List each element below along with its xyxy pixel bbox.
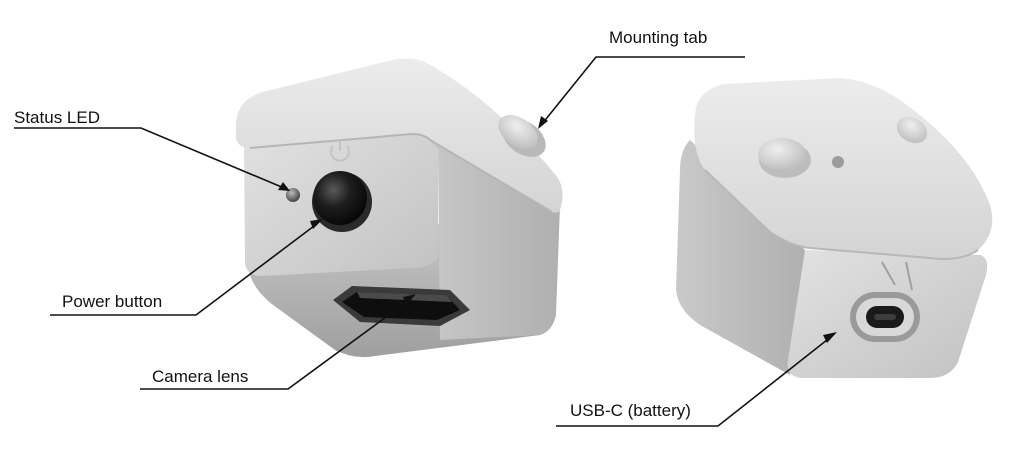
usb-c-port	[850, 292, 920, 342]
mounting-tab	[498, 114, 546, 158]
power-button	[312, 171, 372, 232]
arrowhead	[823, 332, 837, 343]
callout-usb-c: USB-C (battery)	[556, 332, 837, 427]
screw-hole	[832, 156, 844, 168]
callout-mounting-tab: Mounting tab	[538, 28, 745, 129]
mounting-tab-rear	[896, 116, 928, 144]
device-front-view	[236, 58, 563, 358]
lid-seam	[249, 132, 553, 213]
housing-lid	[236, 58, 563, 213]
label-power-button: Power button	[62, 292, 162, 311]
leader-mounting-tab	[541, 56, 745, 125]
arrowhead	[278, 182, 290, 191]
status-led	[286, 188, 300, 202]
power-icon	[330, 140, 350, 162]
leader-camera-lens	[140, 297, 413, 390]
arrowhead	[403, 294, 416, 305]
housing-left-face	[676, 140, 805, 375]
callout-status-led: Status LED	[14, 108, 290, 191]
label-mounting-tab: Mounting tab	[609, 28, 707, 47]
leader-status-led	[14, 127, 285, 189]
lid-seam-rear	[704, 169, 979, 260]
vent-slits	[881, 261, 913, 291]
callout-camera-lens: Camera lens	[140, 294, 416, 390]
leader-usb-c	[556, 335, 833, 427]
callout-power-button: Power button	[50, 219, 323, 316]
label-camera-lens: Camera lens	[152, 367, 248, 386]
arrowhead	[310, 219, 323, 229]
arrowhead	[538, 116, 548, 129]
label-usb-c: USB-C (battery)	[570, 401, 691, 420]
leader-power-button	[50, 222, 319, 316]
label-status-led: Status LED	[14, 108, 100, 127]
device-rear-view	[676, 78, 993, 378]
mounting-knob	[758, 138, 811, 178]
